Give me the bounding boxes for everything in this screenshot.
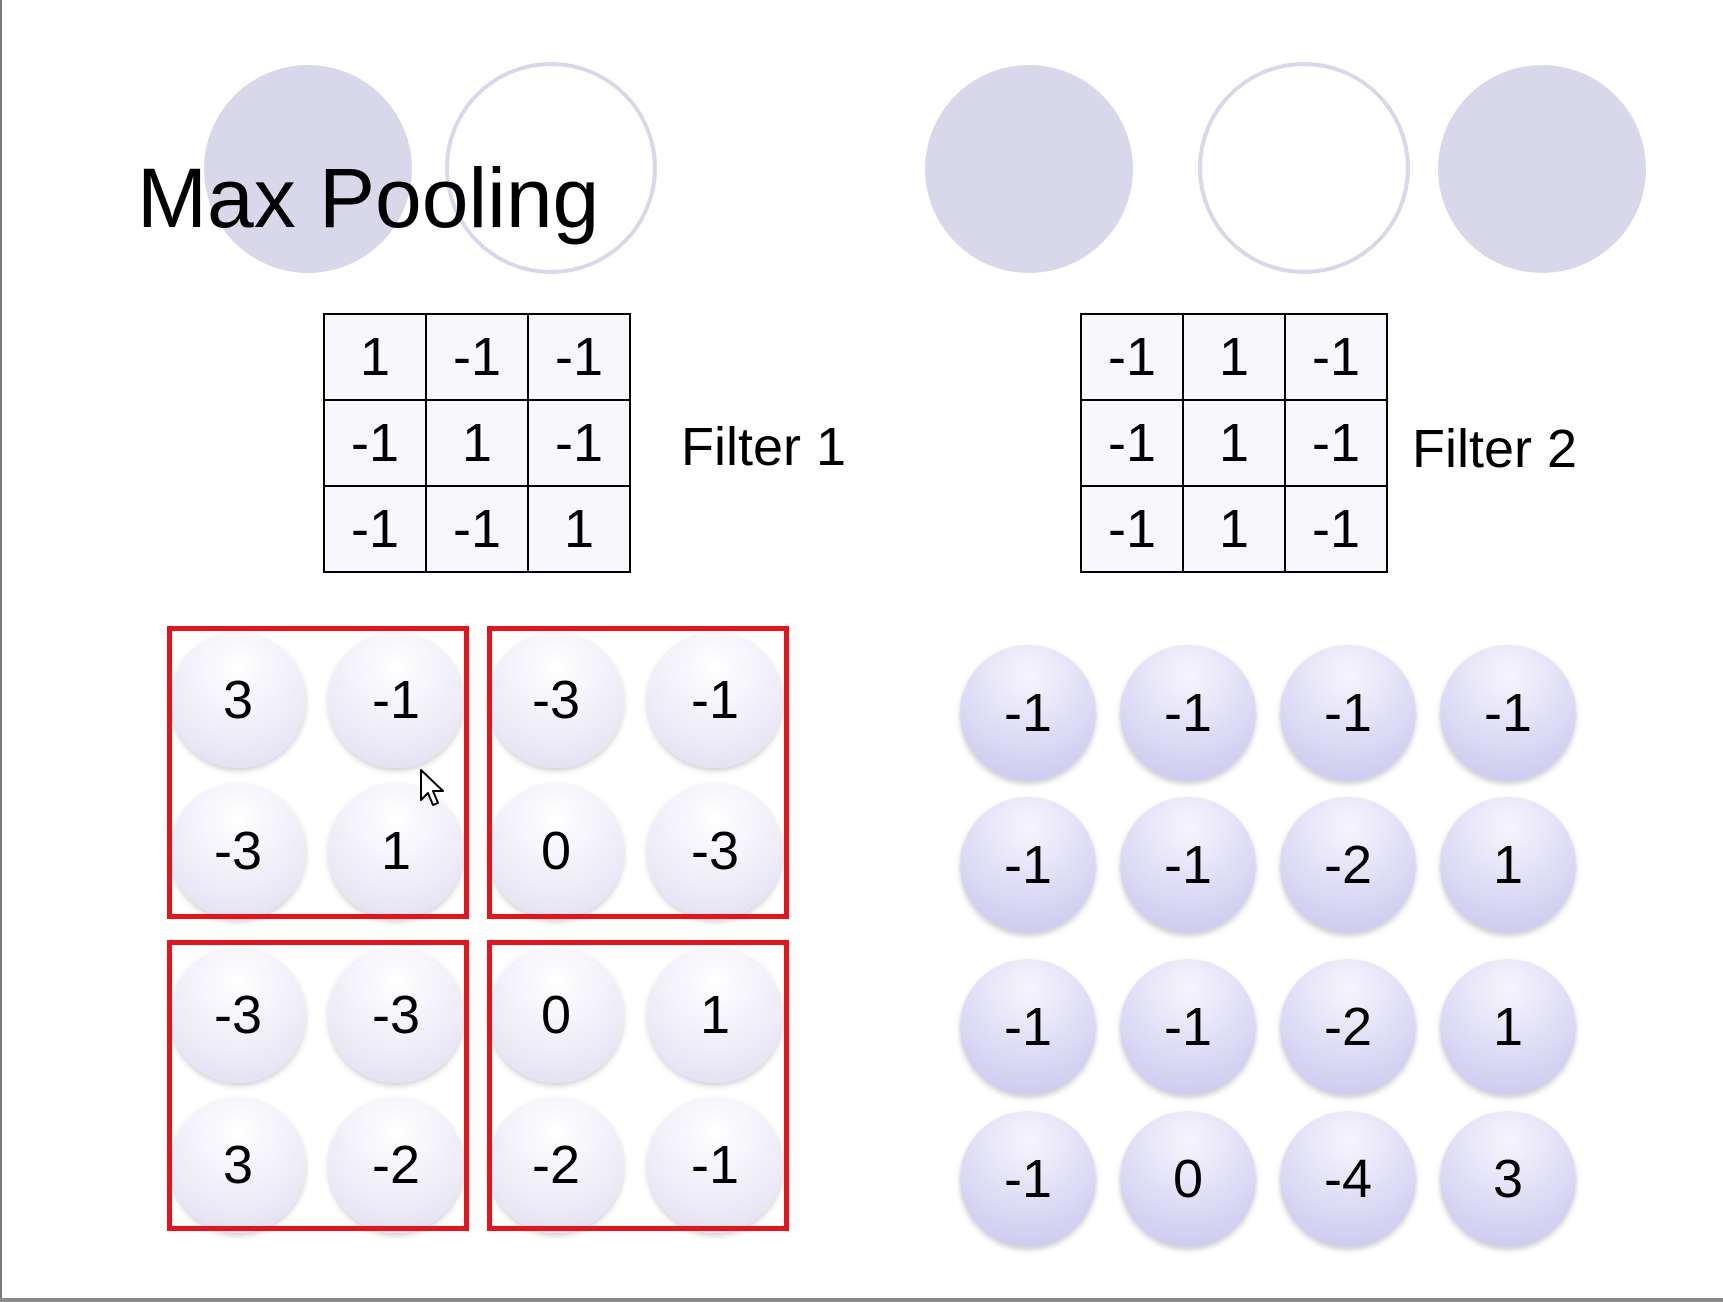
feature-map-1-node: -3 [170,947,306,1083]
decor-circle-3 [925,65,1133,273]
feature-map-2-node: -2 [1280,797,1416,933]
filter-2-cell: -1 [1080,313,1184,401]
feature-map-1-node: -2 [488,1097,624,1233]
decor-circle-2 [445,62,657,274]
filter-1-cell: 1 [425,399,529,487]
filter-1-cell: -1 [425,485,529,573]
feature-map-2-node: 1 [1440,797,1576,933]
filter-2-cell: 1 [1182,399,1286,487]
filter-2-cell: 1 [1182,485,1286,573]
bottom-border [0,1298,1723,1302]
feature-map-1-node: 3 [170,1097,306,1233]
decor-circle-1 [204,65,412,273]
feature-map-2-node: -4 [1280,1111,1416,1247]
feature-map-1-node: -3 [170,783,306,919]
filter-2-cell: 1 [1182,313,1286,401]
feature-map-2-node: 0 [1120,1111,1256,1247]
decor-circle-4 [1198,62,1410,274]
filter-1-cell: -1 [323,399,427,487]
filter-1-cell: -1 [527,313,631,401]
feature-map-2-node: -1 [1280,645,1416,781]
filter-2-cell: -1 [1284,485,1388,573]
feature-map-2-node: -1 [960,645,1096,781]
feature-map-1-node: 1 [647,947,783,1083]
feature-map-2-node: -1 [1120,959,1256,1095]
feature-map-1-node: 1 [328,783,464,919]
feature-map-1-node: -3 [488,632,624,768]
filter-2-label: Filter 2 [1412,419,1578,479]
feature-map-2-node: 1 [1440,959,1576,1095]
feature-map-1-node: -3 [647,783,783,919]
feature-map-1-node: -1 [328,632,464,768]
filter-1-cell: -1 [425,313,529,401]
filter-1-label: Filter 1 [681,417,847,477]
feature-map-2-node: -1 [1120,797,1256,933]
filter-2-matrix: -1 1 -1 -1 1 -1 -1 1 -1 [1080,313,1388,573]
pooling-box-top-right [487,626,789,919]
slide-title: Max Pooling [137,151,600,245]
feature-map-1-node: 3 [170,632,306,768]
feature-map-2-node: -1 [960,959,1096,1095]
feature-map-1-node: 0 [488,947,624,1083]
pooling-box-bottom-left [167,940,469,1231]
feature-map-2-node: 3 [1440,1111,1576,1247]
filter-1-cell: 1 [323,313,427,401]
filter-1-cell: -1 [527,399,631,487]
feature-map-1-node: -1 [647,632,783,768]
feature-map-2-node: -1 [960,1111,1096,1247]
filter-2-cell: -1 [1080,399,1184,487]
decor-circle-5 [1438,65,1646,273]
feature-map-2-node: -1 [1440,645,1576,781]
feature-map-2-node: -1 [1120,645,1256,781]
filter-1-cell: 1 [527,485,631,573]
filter-1-matrix: 1 -1 -1 -1 1 -1 -1 -1 1 [323,313,631,573]
feature-map-1-node: -1 [647,1097,783,1233]
feature-map-2-node: -2 [1280,959,1416,1095]
filter-1-cell: -1 [323,485,427,573]
feature-map-1-node: 0 [488,783,624,919]
filter-2-cell: -1 [1284,399,1388,487]
pooling-box-top-left [167,626,469,919]
feature-map-2-node: -1 [960,797,1096,933]
filter-2-cell: -1 [1080,485,1184,573]
left-border [0,0,2,1302]
pooling-box-bottom-right [487,940,789,1231]
mouse-pointer-icon [420,769,444,806]
filter-2-cell: -1 [1284,313,1388,401]
feature-map-1-node: -2 [328,1097,464,1233]
feature-map-1-node: -3 [328,947,464,1083]
